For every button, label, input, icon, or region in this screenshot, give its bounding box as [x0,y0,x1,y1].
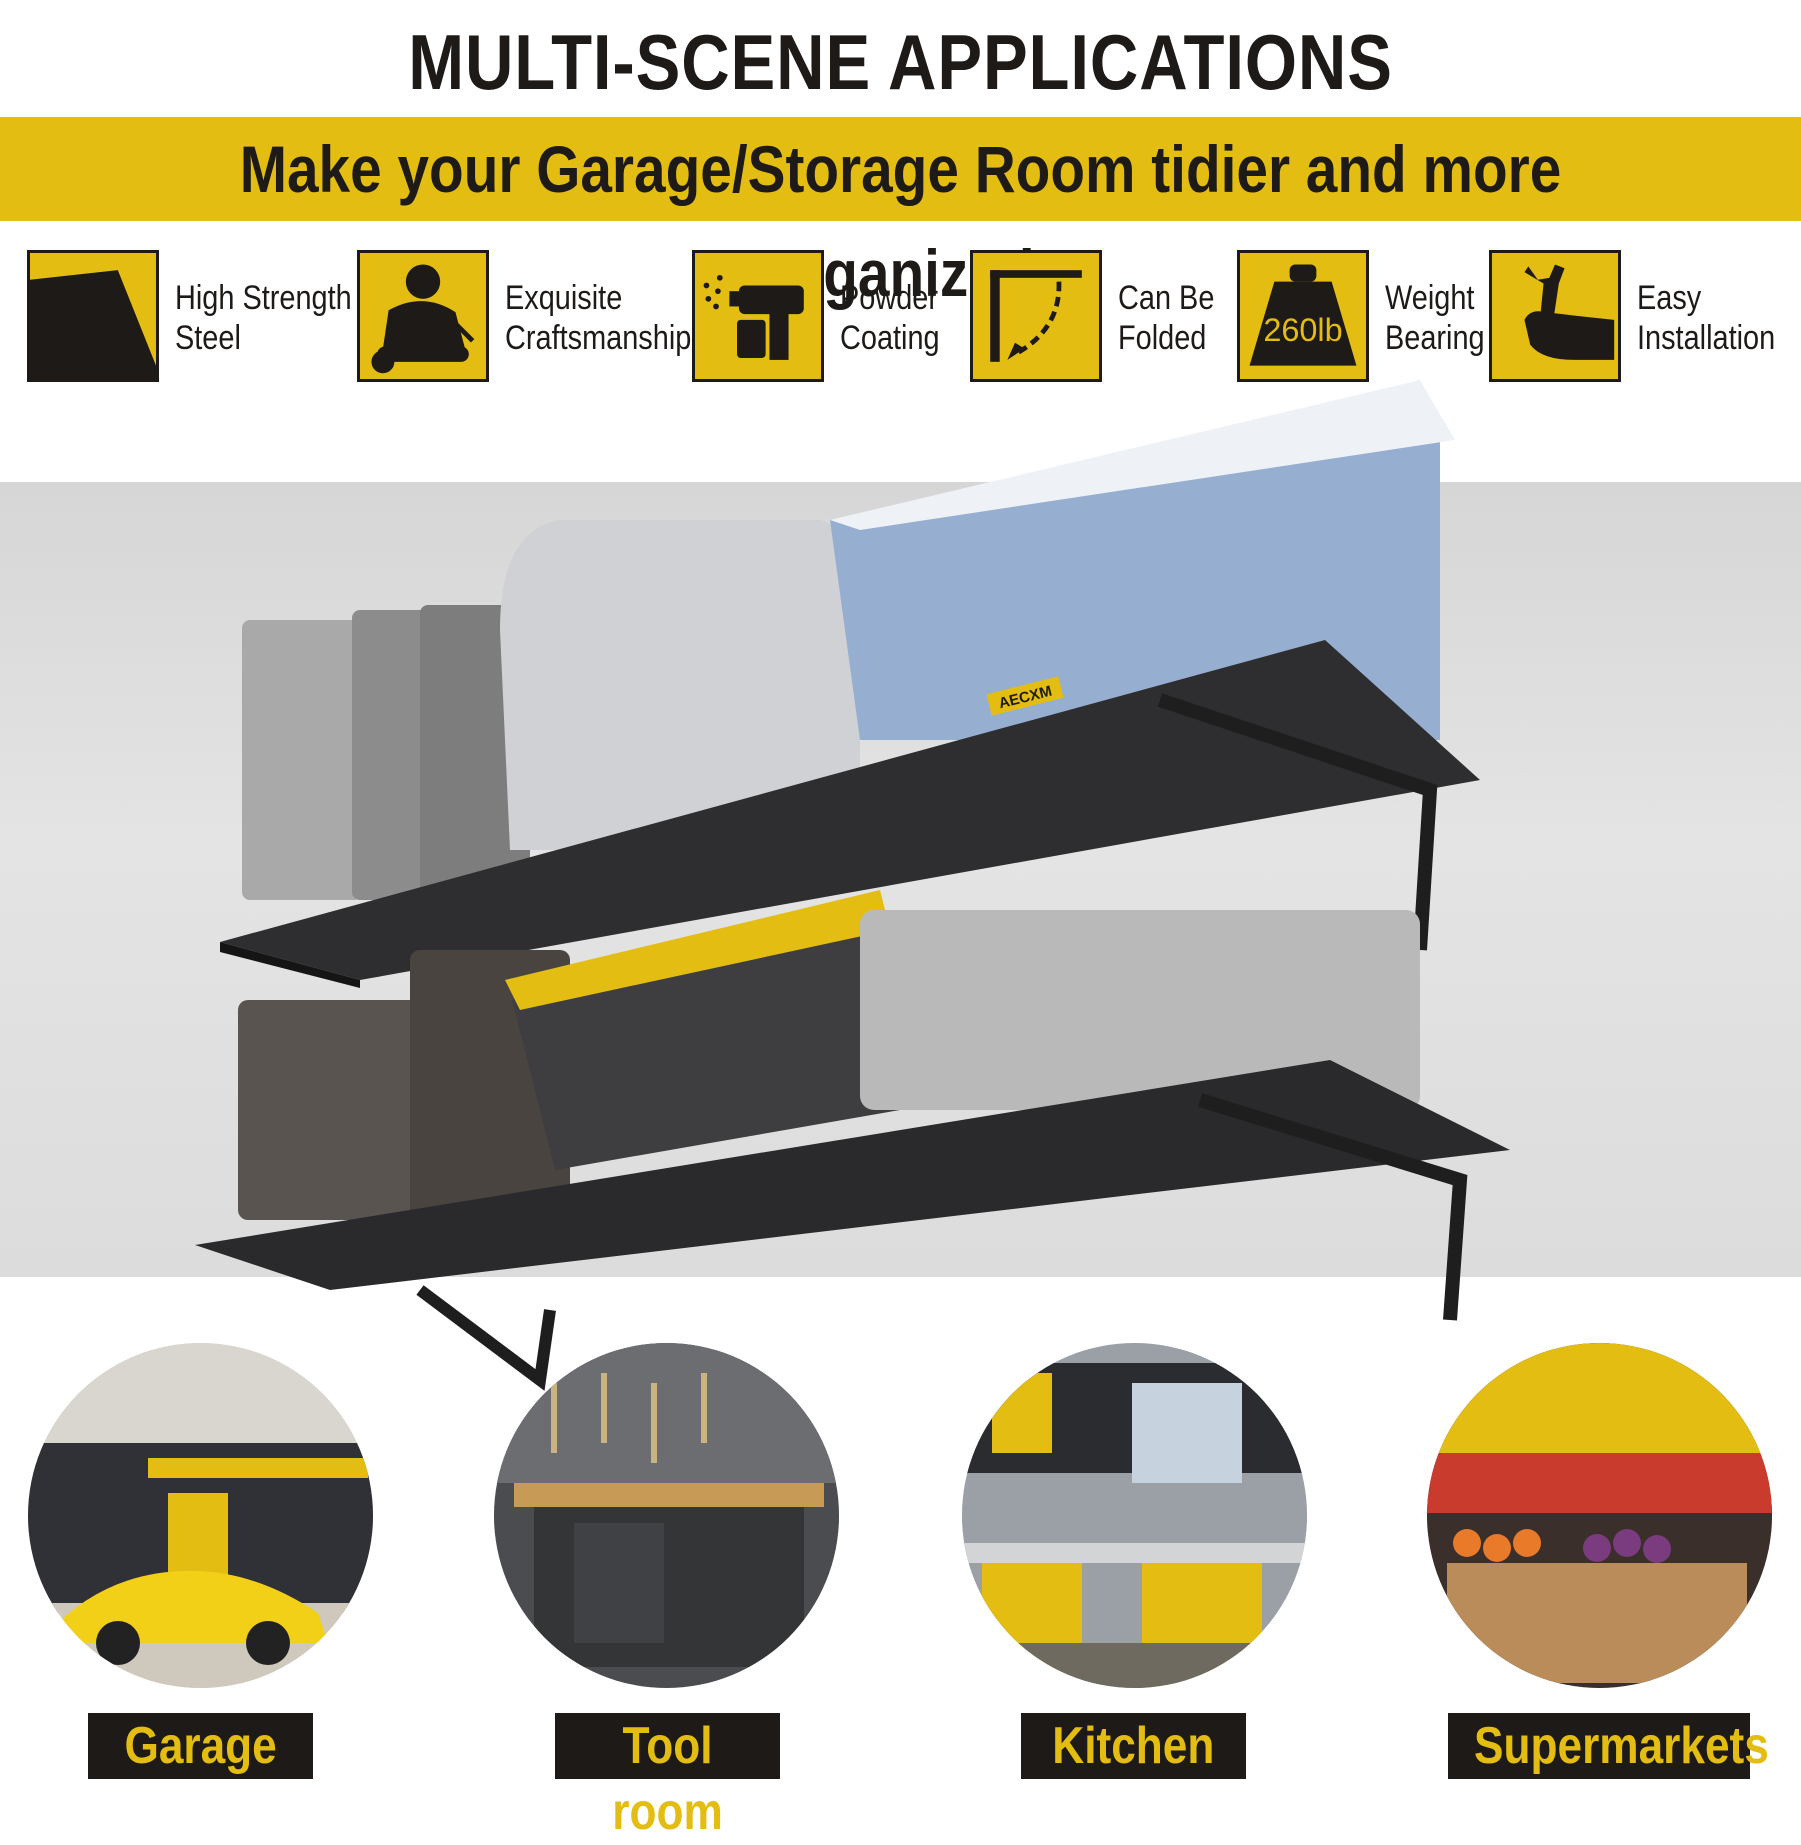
wrench-hand-icon [1489,250,1621,382]
feature-label-line1: Easy [1637,279,1702,317]
workbench-icon [494,1343,839,1688]
page-title: MULTI-SCENE APPLICATIONS [408,18,1393,106]
feature-label-line2: Folded [1118,319,1207,357]
top-shelf-bracket [1157,693,1438,951]
fold-arrow-icon [970,250,1102,382]
spray-gun-icon [692,250,824,382]
feature-label-line1: Weight [1385,279,1475,317]
feature-label-line2: Craftsmanship [505,319,692,357]
scene-photo-garage [28,1343,373,1688]
supermarket-shelf-icon [1427,1343,1772,1688]
feature-label-line1: High Strength [175,279,352,317]
grey-toolbox [860,910,1420,1110]
scene-label-supermarkets: Supermarkets [1448,1713,1769,1779]
feature-label-line1: Powder [840,279,938,317]
scene-photo-supermarket [1427,1343,1772,1688]
feature-label-line2: Bearing [1385,319,1485,357]
white-storage-bin [500,520,860,850]
scene-label-tool-room: Tool room [555,1713,780,1841]
bottom-shelf [195,1060,1510,1290]
garage-car-icon [28,1343,373,1688]
feature-label-line2: Steel [175,319,241,357]
yellow-toolbox [512,900,900,1170]
scene-photo-kitchen [962,1343,1307,1688]
stacked-grey-bins [242,605,530,900]
feature-label-line2: Coating [840,319,940,357]
kitchen-cabinet-icon [962,1343,1307,1688]
shelf-illustration: AECXM [195,380,1510,1391]
subtitle-band [0,117,1801,221]
feature-label-line1: Can Be [1118,279,1215,317]
weight-icon: 260lb [1237,250,1369,382]
brand-tag [986,676,1064,716]
scene-label-kitchen: Kitchen [1021,1713,1246,1779]
scene-photo-tool-room [494,1343,839,1688]
top-shelf [220,640,1480,980]
steel-plate-icon [27,250,159,382]
feature-label-line2: Installation [1637,319,1776,357]
welder-icon [357,250,489,382]
scene-label-garage: Garage [88,1713,313,1779]
bottom-shelf-bracket [1197,1093,1468,1321]
feature-label-line1: Exquisite [505,279,623,317]
weight-badge-text: 260lb [1263,312,1342,348]
